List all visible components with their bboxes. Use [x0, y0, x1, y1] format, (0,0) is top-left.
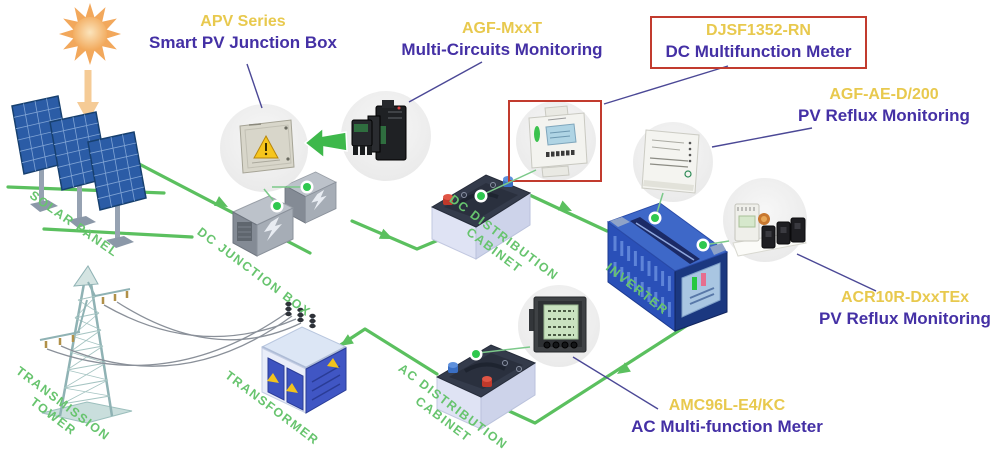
warning-triangle-icon [286, 383, 298, 393]
battery-terminal-red [443, 194, 453, 200]
lcd-screen [545, 123, 577, 146]
model-name: ACR10R-DxxTEx [840, 289, 970, 306]
lightning-icon [264, 217, 282, 241]
power-line [116, 301, 302, 341]
inverter-graphic [606, 202, 729, 332]
label-djsf1352: DJSF1352-RN DC Multifunction Meter [650, 16, 867, 70]
label-agf-ae: AGF-AE-D/200 PV Reflux Monitoring [769, 85, 999, 127]
pv-circuit-wires [6, 151, 724, 425]
inverter-vents [613, 236, 671, 317]
insulators [44, 335, 75, 348]
flow-arrow-icon [557, 200, 572, 211]
wire-inverter-to-ac-cabinet [507, 301, 724, 425]
label-apv-series: APV Series Smart PV Junction Box [128, 12, 358, 54]
sunlight-arrow-icon [77, 70, 99, 122]
model-desc: Multi-Circuits Monitoring [401, 40, 603, 60]
model-desc: AC Multi-function Meter [631, 417, 823, 437]
transformer-bushings [285, 301, 316, 329]
current-transformers [761, 217, 806, 249]
transformer-graphic [260, 301, 348, 414]
model-desc: Smart PV Junction Box [149, 33, 337, 53]
label-pointer-lines [246, 61, 877, 410]
label-acr10r: ACR10R-DxxTEx PV Reflux Monitoring [790, 288, 1000, 330]
lcd-screen [738, 215, 756, 228]
warning-triangle-icon [267, 373, 279, 383]
status-dots [270, 180, 710, 361]
model-name: AGF-MxxT [462, 20, 542, 37]
label-amc96l: AMC96L-E4/KC AC Multi-function Meter [612, 396, 842, 438]
power-lines [46, 301, 302, 367]
battery-terminal-blue [448, 362, 458, 368]
ct-coil [761, 216, 767, 222]
flow-arrow-icon [340, 334, 354, 346]
power-line [60, 315, 293, 367]
roof-edge [261, 345, 347, 370]
green-status-dot [472, 350, 480, 358]
model-desc: PV Reflux Monitoring [819, 309, 991, 329]
wire-dc-cabinet-to-inverter [519, 189, 609, 233]
label-agf-mxxt: AGF-MxxT Multi-Circuits Monitoring [387, 19, 617, 61]
battery-handle [463, 362, 506, 373]
insulators [101, 291, 129, 304]
model-desc: PV Reflux Monitoring [798, 106, 970, 126]
brand-logo [684, 170, 692, 178]
green-status-dot [651, 214, 659, 222]
side-vents [311, 365, 341, 401]
status-led [534, 126, 540, 142]
highlight-box-device [508, 100, 602, 182]
flow-arrow-icon [617, 362, 631, 374]
acr10r-device [723, 178, 807, 262]
djsf1352-device [508, 100, 602, 182]
model-name: DJSF1352-RN [706, 22, 811, 39]
solar-panel-array [11, 95, 147, 248]
model-desc: DC Multifunction Meter [665, 42, 852, 62]
amc96l-device [518, 285, 600, 367]
model-name: AGF-AE-D/200 [829, 86, 939, 103]
flow-arrow-icon [214, 196, 228, 207]
model-name: APV Series [200, 13, 286, 30]
lightning-icon [311, 189, 327, 211]
flow-arrow-icon [378, 228, 393, 239]
tower-crossarm-upper [87, 281, 131, 297]
green-status-dot [699, 241, 707, 249]
transmission-tower-graphic [39, 265, 133, 424]
apv-junction-box-device [220, 104, 308, 192]
green-status-dot [477, 192, 485, 200]
warning-triangle-icon [327, 358, 339, 368]
sun-icon [59, 3, 121, 65]
dc-junction-box-graphic [231, 171, 337, 257]
green-status-dot [273, 202, 281, 210]
solar-panel-graphic [87, 131, 147, 248]
left-arrow-icon [303, 126, 348, 160]
tower-rungs [61, 295, 111, 405]
ac-distribution-cabinet-graphic [435, 344, 537, 430]
agf-mxxt-device [341, 91, 431, 181]
battery-terminal-red [482, 376, 492, 382]
green-status-dot [303, 183, 311, 191]
power-line [103, 304, 297, 338]
model-name: AMC96L-E4/KC [668, 397, 786, 414]
agf-ae-device [633, 122, 713, 202]
tower-apex [72, 265, 99, 287]
tower-crossarm-lower [39, 299, 88, 341]
